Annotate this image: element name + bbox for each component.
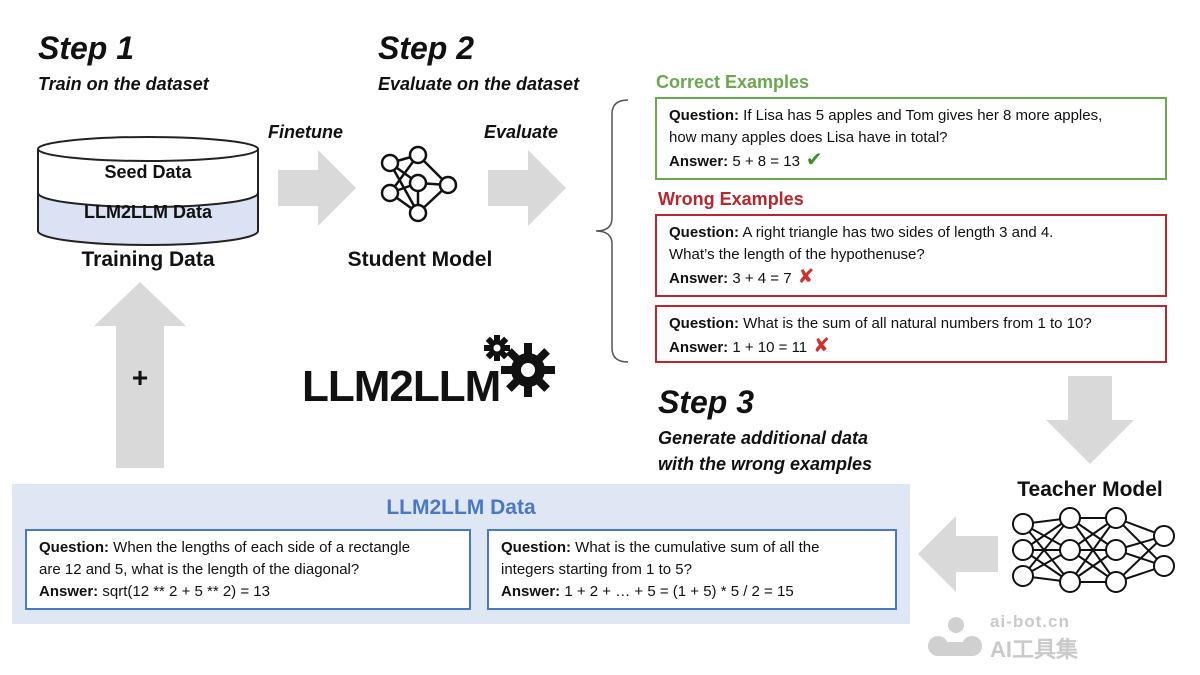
watermark-url: ai-bot.cn xyxy=(990,612,1070,631)
teacher-model-network-icon xyxy=(1012,507,1175,593)
question-text: When the lengths of each side of a recta… xyxy=(113,539,411,556)
step3-title: Step 3 xyxy=(658,384,755,420)
llm2llm-data-title: LLM2LLM Data xyxy=(386,496,536,519)
training-data-cylinder xyxy=(37,136,259,246)
finetune-label: Finetune xyxy=(268,122,343,142)
evaluate-label: Evaluate xyxy=(484,122,559,142)
step1-subtitle: Train on the dataset xyxy=(38,74,209,94)
seed-data-label: Seed Data xyxy=(104,162,192,182)
generated-example-card: Question: When the lengths of each side … xyxy=(25,529,471,610)
evaluate-arrow-icon xyxy=(488,150,566,226)
llm2llm-data-segment-label: LLM2LLM Data xyxy=(84,202,212,222)
llm2llm-logo-text: LLM2LLM xyxy=(302,362,501,411)
student-model-label: Student Model xyxy=(347,248,493,271)
answer-text: sqrt(12 ** 2 + 5 ** 2) = 13 xyxy=(102,583,270,600)
question-label: Question: xyxy=(501,539,571,556)
step2-subtitle: Evaluate on the dataset xyxy=(378,74,580,94)
question-text: If Lisa has 5 apples and Tom gives her 8… xyxy=(743,107,1103,124)
left-arrow-icon xyxy=(918,516,998,592)
cross-mark-icon: ✘ xyxy=(813,335,830,357)
answer-label: Answer: xyxy=(669,270,729,287)
generated-example-card: Question: What is the cumulative sum of … xyxy=(487,529,897,610)
correct-example-card: Question: If Lisa has 5 apples and Tom g… xyxy=(655,97,1167,180)
answer-label: Answer: xyxy=(669,339,729,356)
question-text: What is the sum of all natural numbers f… xyxy=(743,315,1092,332)
answer-text: 5 + 8 = 13 xyxy=(732,153,800,170)
watermark-brand: AI工具集 xyxy=(990,637,1079,662)
answer-label: Answer: xyxy=(501,583,561,600)
step3-subtitle-line1: Generate additional data xyxy=(658,428,869,448)
answer-text: 3 + 4 = 7 xyxy=(732,270,792,287)
answer-text: 1 + 10 = 11 xyxy=(732,339,808,356)
question-text-line2: are 12 and 5, what is the length of the … xyxy=(39,561,360,578)
question-label: Question: xyxy=(669,107,739,124)
up-arrow-icon xyxy=(94,282,186,468)
wrong-example-card: Question: A right triangle has two sides… xyxy=(655,214,1167,297)
answer-label: Answer: xyxy=(669,153,729,170)
wrong-examples-title: Wrong Examples xyxy=(658,189,804,209)
plus-sign: + xyxy=(131,362,149,393)
brace-icon xyxy=(595,99,629,363)
wrong-example-card: Question: What is the sum of all natural… xyxy=(655,305,1167,363)
question-text-line2: how many apples does Lisa have in total? xyxy=(669,129,948,146)
teacher-model-label: Teacher Model xyxy=(1017,478,1163,501)
check-mark-icon: ✔ xyxy=(805,149,823,171)
question-text: A right triangle has two sides of length… xyxy=(742,224,1054,241)
cross-mark-icon: ✘ xyxy=(797,266,815,288)
question-label: Question: xyxy=(669,224,739,241)
answer-label: Answer: xyxy=(39,583,99,600)
question-text-line2: What’s the length of the hypothenuse? xyxy=(669,246,925,263)
down-arrow-icon xyxy=(1046,376,1134,464)
step3-subtitle-line2: with the wrong examples xyxy=(658,454,873,474)
finetune-arrow-icon xyxy=(278,150,356,226)
question-label: Question: xyxy=(39,539,109,556)
student-model-network-icon xyxy=(380,145,458,223)
gear-icon xyxy=(484,335,555,397)
answer-text: 1 + 2 + … + 5 = (1 + 5) * 5 / 2 = 15 xyxy=(564,583,794,600)
question-label: Question: xyxy=(669,315,739,332)
question-text-line2: integers starting from 1 to 5? xyxy=(501,561,692,578)
watermark-logo-icon xyxy=(928,617,982,656)
step2-title: Step 2 xyxy=(378,30,475,66)
correct-examples-title: Correct Examples xyxy=(656,72,810,92)
training-data-label: Training Data xyxy=(81,248,215,271)
question-text: What is the cumulative sum of all the xyxy=(575,539,820,556)
step1-title: Step 1 xyxy=(38,30,135,66)
